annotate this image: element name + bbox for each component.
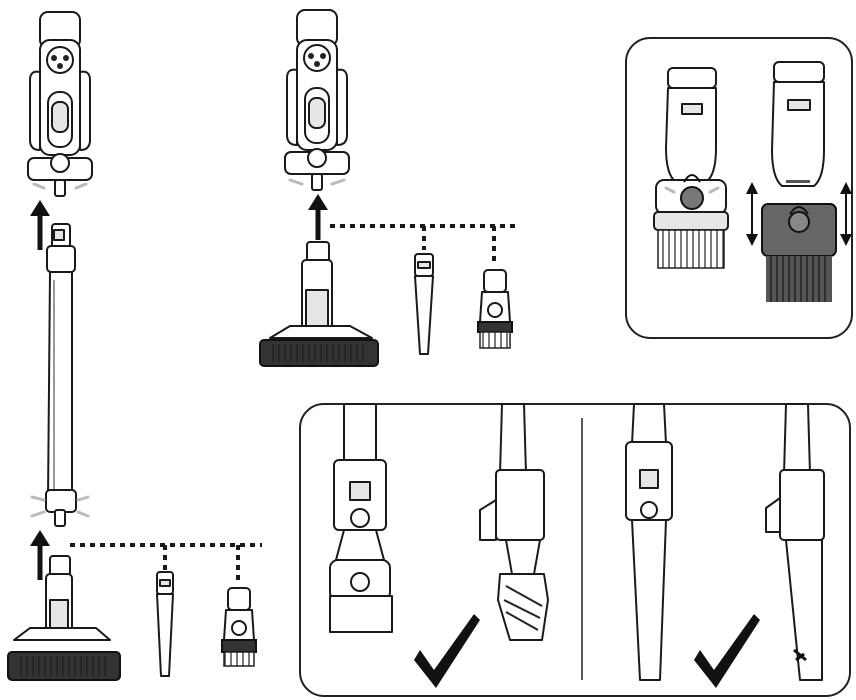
- accessory-fit-callout: [299, 403, 851, 697]
- handheld-vacuum-unit: [27, 11, 93, 197]
- crevice-tool: [156, 571, 174, 677]
- dusting-brush-closeup-retracted: [653, 67, 729, 269]
- floor-head: [259, 241, 379, 367]
- arrow-up-icon: [308, 194, 328, 240]
- arrow-up-icon: [30, 200, 50, 250]
- extension-wand: [30, 223, 90, 527]
- stick-assembly-panel: [7, 11, 262, 681]
- crevice-tool-attached-front: [625, 403, 673, 681]
- accessory-connector-line: [70, 543, 262, 580]
- handheld-vacuum-unit: [284, 9, 350, 191]
- dusting-brush-tool: [477, 269, 513, 349]
- dusting-brush-attached-side: [479, 403, 549, 641]
- handheld-assembly-panel: [259, 9, 518, 367]
- crevice-tool-attached-side: [765, 403, 825, 681]
- checkmark-icon: [694, 614, 760, 688]
- checkmark-icon: [414, 614, 480, 688]
- dusting-brush-tool: [221, 587, 257, 667]
- brush-adjust-callout: [625, 37, 853, 339]
- arrow-up-icon: [30, 530, 50, 580]
- accessory-connector-line: [330, 224, 518, 265]
- crevice-tool: [414, 253, 434, 355]
- floor-head: [7, 555, 121, 681]
- dusting-brush-closeup-extended: [761, 61, 837, 302]
- double-arrow-icon: [746, 182, 852, 246]
- dusting-brush-attached-front: [329, 403, 393, 633]
